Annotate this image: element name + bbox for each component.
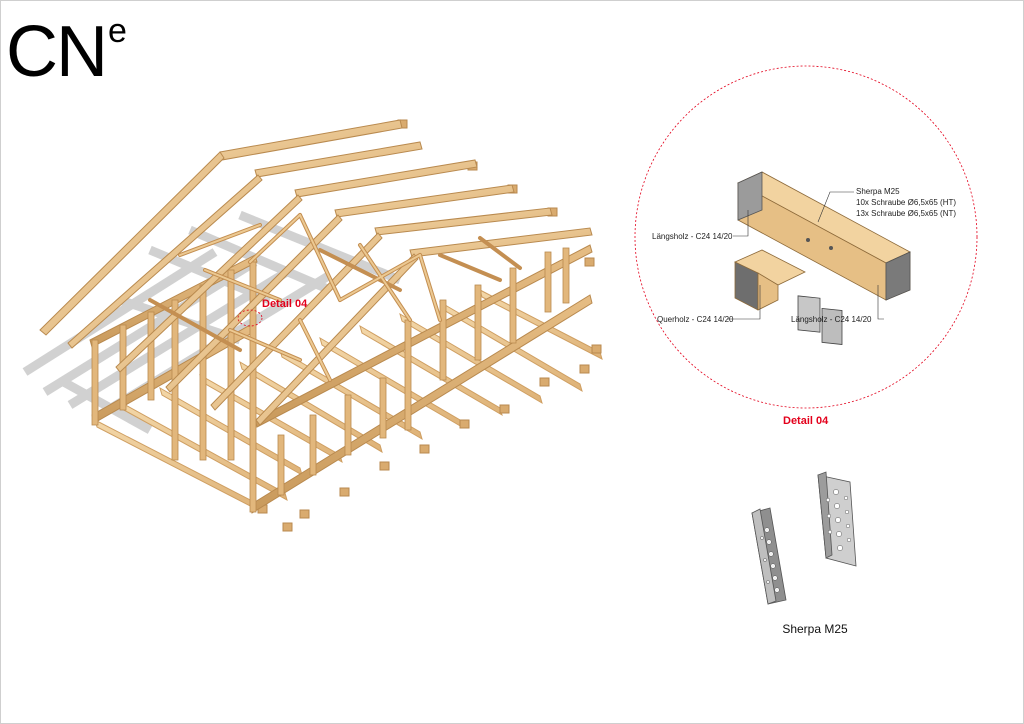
truss-webs-light	[179, 214, 441, 381]
callout-querholz: Querholz - C24 14/20	[657, 315, 734, 324]
sherpa-plate-right	[817, 471, 857, 567]
sherpa-connector-in-joint	[797, 238, 843, 345]
callout-leaders	[727, 191, 884, 320]
callout-laengsholz-right: Längsholz - C24 14/20	[791, 315, 872, 324]
beam-end-grain-right	[885, 251, 911, 301]
frame-shadow	[22, 210, 402, 434]
detail-04-view: Sherpa M25 10x Schraube Ø6,5x65 (HT) 13x…	[634, 65, 978, 427]
sherpa-m25-parts	[751, 471, 857, 605]
detail-circle	[634, 65, 978, 409]
beam-end-grain	[737, 171, 763, 221]
detail-marker-label: Detail 04	[262, 298, 308, 310]
part-caption: Sherpa M25	[782, 622, 848, 636]
company-logo: CNe	[6, 14, 127, 88]
callout-screws-ht: 10x Schraube Ø6,5x65 (HT)	[856, 198, 956, 207]
roof-rafters	[39, 119, 593, 426]
detail-marker-ellipse	[237, 309, 263, 327]
callout-product: Sherpa M25	[856, 187, 900, 196]
joint-querholz-beam	[734, 249, 806, 311]
callout-screws-nt: 13x Schraube Ø6,5x65 (NT)	[856, 209, 956, 218]
detail-caption: Detail 04	[783, 415, 829, 427]
callout-laengsholz-left: Längsholz - C24 14/20	[652, 232, 733, 241]
timber-frame-illustration: Detail 04	[22, 119, 603, 532]
logo-main: CN	[6, 12, 108, 92]
sherpa-plate-left	[751, 507, 787, 605]
logo-superscript: e	[108, 12, 127, 50]
